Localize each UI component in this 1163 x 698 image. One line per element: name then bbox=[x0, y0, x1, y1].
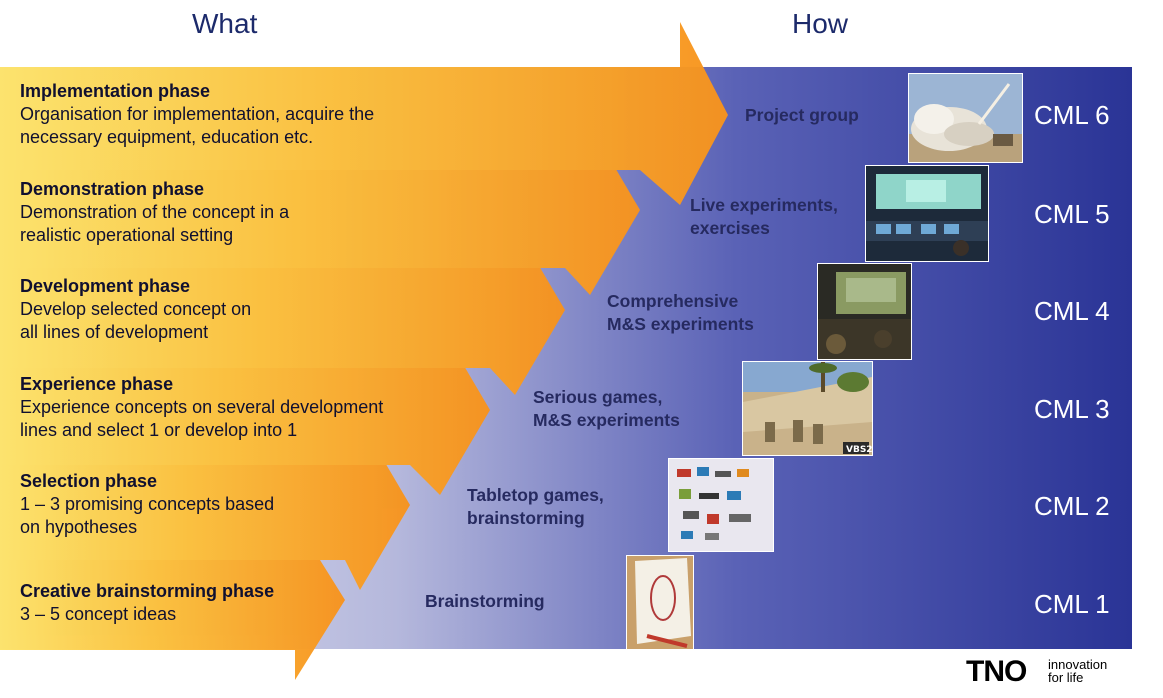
cml-level-4: CML 4 bbox=[1034, 296, 1110, 326]
simulation-room-photo bbox=[817, 263, 912, 360]
phase-experience: Experience phase Experience concepts on … bbox=[20, 373, 383, 442]
phase-title: Implementation phase bbox=[20, 81, 211, 101]
method-label: exercises bbox=[690, 218, 770, 238]
phase-title: Demonstration phase bbox=[20, 179, 205, 199]
method-label: Serious games, bbox=[533, 387, 663, 407]
method-serious-games: Serious games, M&S experiments bbox=[533, 386, 680, 432]
cml-level-6: CML 6 bbox=[1034, 100, 1110, 130]
logo-mark: TNO bbox=[966, 655, 1027, 688]
phase-desc: 1 – 3 promising concepts based bbox=[20, 494, 275, 514]
arrow-step-4 bbox=[0, 225, 565, 395]
phase-desc: 3 – 5 concept ideas bbox=[20, 604, 177, 624]
method-label: Project group bbox=[745, 105, 859, 125]
phase-demonstration: Demonstration phase Demonstration of the… bbox=[20, 178, 289, 247]
cml-level-5: CML 5 bbox=[1034, 199, 1110, 229]
logo-tagline-line: for life bbox=[1048, 670, 1084, 685]
logo-tagline-line: innovation bbox=[1048, 657, 1108, 672]
method-label: Live experiments, bbox=[690, 195, 838, 215]
method-live-experiments: Live experiments, exercises bbox=[690, 194, 838, 240]
cml-level-1: CML 1 bbox=[1034, 589, 1110, 619]
arrow-step-3 bbox=[0, 325, 490, 495]
method-label: Brainstorming bbox=[425, 591, 545, 611]
method-label: M&S experiments bbox=[533, 410, 680, 430]
method-brainstorming: Brainstorming bbox=[425, 590, 545, 613]
rocket-launch-photo bbox=[908, 73, 1023, 163]
phase-desc: realistic operational setting bbox=[20, 225, 234, 245]
phase-desc: all lines of development bbox=[20, 322, 209, 342]
control-room-photo bbox=[865, 165, 989, 262]
phase-desc: Develop selected concept on bbox=[20, 299, 252, 319]
phase-desc: Organisation for implementation, acquire… bbox=[20, 104, 375, 124]
phase-development: Development phase Develop selected conce… bbox=[20, 275, 251, 344]
phase-title: Development phase bbox=[20, 276, 191, 296]
method-label: M&S experiments bbox=[607, 314, 754, 334]
phase-implementation: Implementation phase Organisation for im… bbox=[20, 80, 374, 149]
arrow-step-2 bbox=[0, 420, 410, 590]
arrow-step-5 bbox=[0, 125, 640, 295]
phase-desc: lines and select 1 or develop into 1 bbox=[20, 420, 298, 440]
tabletop-board-photo bbox=[668, 458, 774, 552]
phase-selection: Selection phase 1 – 3 promising concepts… bbox=[20, 470, 274, 539]
phase-desc: necessary equipment, education etc. bbox=[20, 127, 314, 147]
what-header: What bbox=[192, 8, 258, 39]
phase-desc: Experience concepts on several developme… bbox=[20, 397, 384, 417]
method-label: Comprehensive bbox=[607, 291, 739, 311]
cml-level-2: CML 2 bbox=[1034, 491, 1110, 521]
cml-level-3: CML 3 bbox=[1034, 394, 1110, 424]
method-tabletop-games: Tabletop games, brainstorming bbox=[467, 484, 604, 530]
phase-desc: on hypotheses bbox=[20, 517, 138, 537]
arrow-step-6 bbox=[0, 22, 728, 205]
phase-creative-brainstorming: Creative brainstorming phase 3 – 5 conce… bbox=[20, 580, 274, 626]
game-badge: VBS2 bbox=[846, 445, 872, 455]
phase-desc: Demonstration of the concept in a bbox=[20, 202, 290, 222]
phase-title: Selection phase bbox=[20, 471, 158, 491]
how-header: How bbox=[792, 8, 849, 39]
method-project-group: Project group bbox=[745, 104, 859, 127]
phase-title: Experience phase bbox=[20, 374, 174, 394]
phase-title: Creative brainstorming phase bbox=[20, 581, 275, 601]
method-comprehensive-ms: Comprehensive M&S experiments bbox=[607, 290, 754, 336]
method-label: brainstorming bbox=[467, 508, 585, 528]
arrow-staircase bbox=[0, 22, 728, 680]
sketchbook-photo bbox=[626, 555, 694, 650]
method-label: Tabletop games, bbox=[467, 485, 604, 505]
logo-tagline: innovation for life bbox=[1048, 658, 1107, 684]
tno-logo: TNO innovation for life bbox=[966, 655, 1136, 689]
serious-game-photo: VBS2 bbox=[742, 361, 873, 456]
